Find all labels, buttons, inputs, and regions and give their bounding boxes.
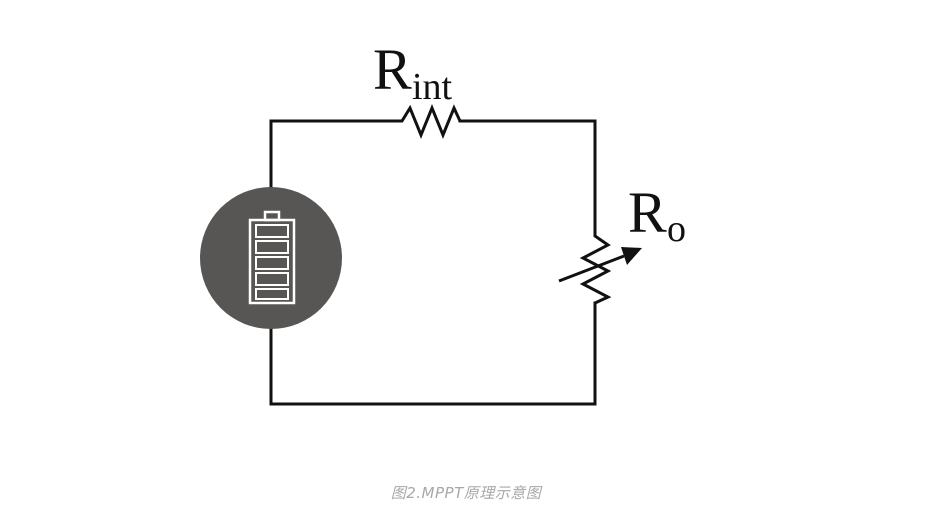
circuit-wires: [269, 119, 597, 406]
variable-resistor-arrow: [558, 247, 642, 283]
battery-source: [200, 187, 342, 329]
battery-icon: [248, 210, 296, 305]
label-r-int-main: R: [373, 37, 412, 102]
wire-top-right: [458, 119, 597, 232]
variable-resistor: [579, 230, 612, 305]
label-r-o-main: R: [628, 180, 667, 245]
internal-resistor: [390, 104, 462, 139]
wire-right-bottom: [269, 301, 597, 406]
wire-left-top: [269, 119, 392, 190]
figure-caption: 图2.MPPT原理示意图: [390, 484, 542, 502]
circuit-diagram: R int R o: [200, 37, 686, 406]
label-r-o-sub: o: [667, 208, 686, 250]
label-r-int-sub: int: [412, 66, 453, 108]
